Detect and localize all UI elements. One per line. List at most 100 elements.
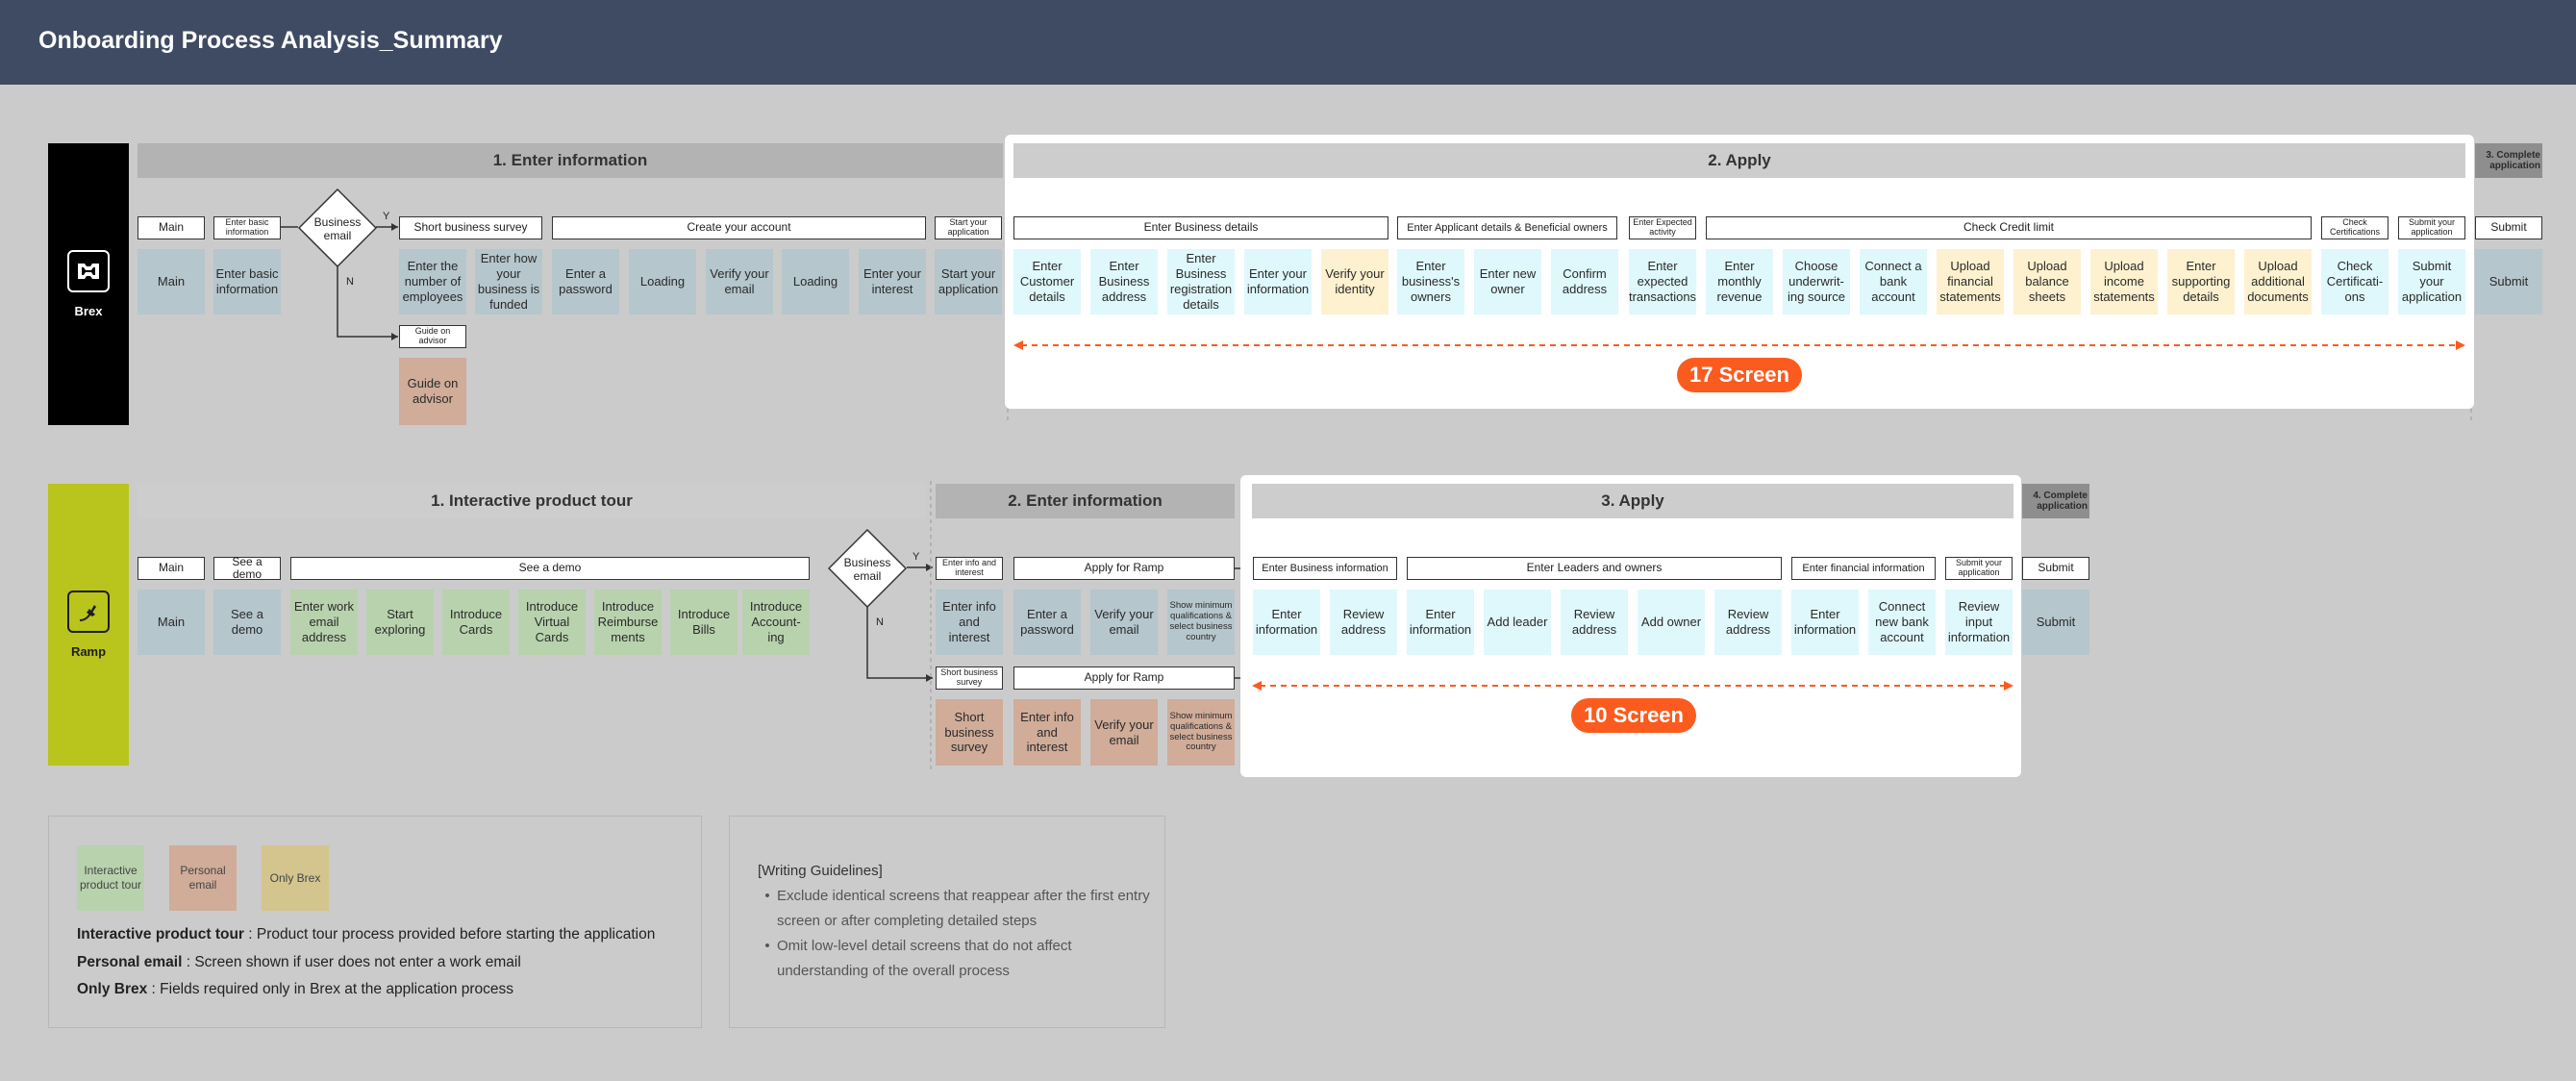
ramp-card-add-owner: Add owner	[1638, 590, 1705, 655]
ramp-card-introduce-cards: Introduce Cards	[442, 590, 510, 655]
guidelines-title: [Writing Guidelines]	[758, 863, 883, 879]
ramp-card-submit: Submit	[2022, 590, 2089, 655]
ramp-card-main: Main	[138, 590, 205, 655]
ramp-no-label: N	[876, 616, 884, 628]
brex-card-new-owner: Enter new owner	[1474, 249, 1541, 314]
guidelines-item: • Exclude identical screens that reappea…	[764, 888, 1150, 929]
brex-card-loading-2: Loading	[782, 249, 849, 314]
brex-tag-basic-information: Enter basic information	[213, 216, 281, 239]
brex-card-expected-transactions: Enter expected transactions	[1629, 249, 1696, 314]
ramp-card-review-address-3: Review address	[1714, 590, 1782, 655]
brex-tag-guide-on-advisor: Guide on advisor	[399, 325, 466, 348]
brex-tag-submit-application: Submit your application	[2398, 216, 2465, 239]
brex-card-check-certifications: Check Certificati-ons	[2321, 249, 2388, 314]
brex-tag-main: Main	[138, 216, 205, 239]
brex-card-business-owners: Enter business's owners	[1397, 249, 1464, 314]
brex-card-balance-sheets: Upload balance sheets	[2013, 249, 2081, 314]
legend-line-only-brex: Only Brex : Fields required only in Brex…	[77, 981, 514, 997]
ramp-card-password: Enter a password	[1013, 590, 1081, 655]
legend-line-product-tour: Interactive product tour : Product tour …	[77, 926, 656, 943]
ramp-phase-product-tour: 1. Interactive product tour	[138, 484, 926, 518]
brex-card-underwriting-source: Choose underwrit-ing source	[1783, 249, 1850, 314]
ramp-card-introduce-virtual-cards: Introduce Virtual Cards	[518, 590, 586, 655]
ramp-card-short-business-survey: Short business survey	[936, 699, 1003, 766]
ramp-tag-main: Main	[138, 557, 205, 580]
brex-tag-create-account: Create your account	[552, 216, 926, 239]
brex-card-customer-details: Enter Customer details	[1013, 249, 1081, 314]
brex-logo-icon	[67, 250, 110, 292]
brex-card-password: Enter a password	[552, 249, 619, 314]
ramp-logo-icon	[67, 591, 110, 633]
legend-chip-personal-email: Personal email	[169, 845, 237, 911]
ramp-apply-span-arrow	[1252, 681, 2013, 691]
brex-card-supporting-details: Enter supporting details	[2167, 249, 2235, 314]
brex-card-income-statements: Upload income statements	[2090, 249, 2158, 314]
ramp-decision-business-email: Business email	[827, 528, 908, 609]
brex-card-connect-bank: Connect a bank account	[1860, 249, 1927, 314]
ramp-card-introduce-bills: Introduce Bills	[670, 590, 738, 655]
ramp-card-info-interest: Enter info and interest	[936, 590, 1003, 655]
ramp-card-verify-email: Verify your email	[1090, 590, 1158, 655]
legend-chip-only-brex: Only Brex	[262, 845, 329, 911]
ramp-tag-info-interest: Enter info and interest	[936, 557, 1003, 580]
brex-card-interest: Enter your interest	[859, 249, 926, 314]
brex-card-financial-statements: Upload financial statements	[1937, 249, 2004, 314]
ramp-tag-see-a-demo-tour: See a demo	[290, 557, 810, 580]
ramp-tag-submit-application: Submit your application	[1945, 557, 2013, 580]
brex-tag-check-certifications: Check Certifications	[2321, 216, 2388, 239]
brex-screen-count-badge: 17 Screen	[1677, 358, 1802, 392]
ramp-card-work-email: Enter work email address	[290, 590, 358, 655]
decision-diamond-icon	[297, 188, 378, 268]
brex-card-guide-on-advisor: Guide on advisor	[399, 358, 466, 425]
ramp-phase-enter-information: 2. Enter information	[936, 484, 1235, 518]
ramp-tag-apply-for-ramp-personal: Apply for Ramp	[1013, 666, 1235, 690]
ramp-card-introduce-accounting: Introduce Account-ing	[742, 590, 810, 655]
brex-tag-applicant-owners: Enter Applicant details & Beneficial own…	[1397, 216, 1617, 239]
legend-panel: Interactive product tour Personal email …	[48, 816, 702, 1028]
ramp-card-enter-information-3: Enter information	[1791, 590, 1859, 655]
brex-tag-start-application: Start your application	[935, 216, 1002, 239]
ramp-card-verify-email-personal: Verify your email	[1090, 699, 1158, 766]
brex-card-number-of-employees: Enter the number of employees	[399, 249, 466, 314]
brex-card-monthly-revenue: Enter monthly revenue	[1706, 249, 1773, 314]
brex-tag-submit: Submit	[2475, 216, 2542, 239]
ramp-tag-financial-information: Enter financial information	[1791, 557, 1936, 580]
brex-card-your-information: Enter your information	[1244, 249, 1312, 314]
brex-tag-business-details: Enter Business details	[1013, 216, 1388, 239]
brex-tag-short-business-survey: Short business survey	[399, 216, 542, 239]
brex-decision-business-email: Business email	[297, 188, 378, 268]
ramp-card-see-a-demo: See a demo	[213, 590, 281, 655]
ramp-card-review-address-1: Review address	[1330, 590, 1397, 655]
ramp-card-minimum-qualifications: Show minimum qualifications & select bus…	[1167, 590, 1235, 655]
brex-apply-span-arrow	[1013, 340, 2465, 350]
brex-phase-apply: 2. Apply	[1013, 143, 2465, 178]
brex-card-main: Main	[138, 249, 205, 314]
ramp-card-add-leader: Add leader	[1484, 590, 1551, 655]
writing-guidelines-panel: [Writing Guidelines] • Exclude identical…	[729, 816, 1165, 1028]
ramp-tag-see-a-demo: See a demo	[213, 555, 281, 581]
brex-card-confirm-address: Confirm address	[1551, 249, 1618, 314]
ramp-logo-label: Ramp	[70, 644, 107, 659]
ramp-card-review-input-information: Review input information	[1945, 590, 2013, 655]
brex-no-label: N	[346, 276, 354, 288]
ramp-screen-count-badge: 10 Screen	[1571, 698, 1696, 733]
brex-card-basic-information: Enter basic information	[213, 249, 281, 314]
brex-card-submit-application: Submit your application	[2398, 249, 2465, 314]
ramp-tag-short-business-survey: Short business survey	[936, 666, 1003, 690]
brex-tag-check-credit-limit: Check Credit limit	[1706, 216, 2312, 239]
ramp-tag-apply-for-ramp: Apply for Ramp	[1013, 557, 1235, 580]
decision-diamond-icon	[827, 528, 908, 609]
legend-chip-product-tour: Interactive product tour	[77, 845, 144, 911]
brex-card-verify-email: Verify your email	[706, 249, 773, 314]
page-title: Onboarding Process Analysis_Summary	[38, 27, 503, 54]
brex-yes-label: Y	[383, 211, 390, 222]
ramp-tag-submit: Submit	[2022, 557, 2089, 580]
legend-line-personal-email: Personal email : Screen shown if user do…	[77, 954, 521, 970]
header-bar: Onboarding Process Analysis_Summary	[0, 0, 2576, 85]
brex-logo: Brex	[48, 143, 129, 425]
ramp-tag-leaders-owners: Enter Leaders and owners	[1407, 557, 1782, 580]
ramp-card-start-exploring: Start exploring	[366, 590, 434, 655]
ramp-card-enter-information-1: Enter information	[1253, 590, 1320, 655]
guidelines-item: • Omit low-level detail screens that do …	[764, 938, 1072, 979]
brex-phase-enter-information: 1. Enter information	[138, 143, 1003, 178]
